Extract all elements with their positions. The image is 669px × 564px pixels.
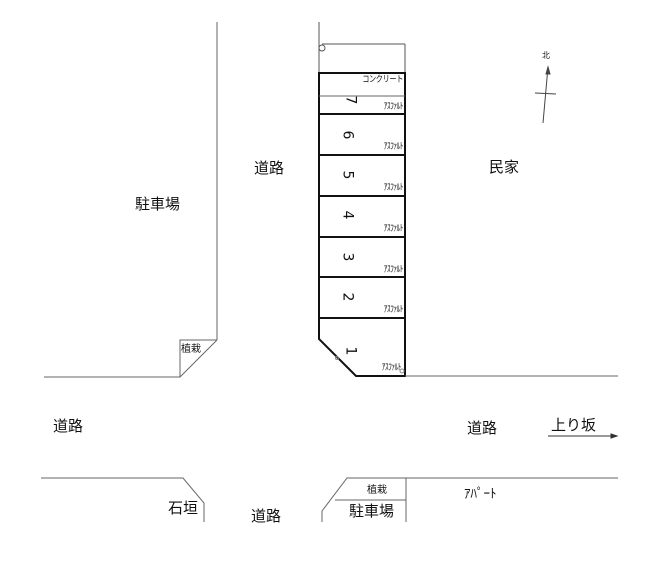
left-parking-boundary (44, 22, 218, 378)
uphill-arrow (548, 433, 619, 439)
space-number: 7 (342, 95, 359, 105)
bottom-road-edges (41, 477, 618, 522)
space-number: 2 (339, 292, 356, 302)
space-surface: ｱｽﾌｧﾙﾄ (383, 224, 404, 234)
north-compass-icon (534, 65, 557, 124)
space-surface: ｱｽﾌｧﾙﾄ (383, 142, 404, 152)
left-road-label: 道路 (53, 417, 84, 435)
stone-wall-label: 石垣 (168, 499, 199, 517)
right-road-label: 道路 (467, 419, 498, 437)
space-number: 6 (339, 130, 356, 140)
planting-bottom-label: 植栽 (367, 485, 387, 496)
space-surface: ｱｽﾌｧﾙﾄ (383, 183, 404, 193)
north-label: 北 (542, 51, 550, 60)
bottom-parking-label: 駐車場 (349, 502, 395, 520)
space-number: 4 (339, 210, 356, 220)
center-road-label: 道路 (254, 159, 285, 177)
left-parking-label: 駐車場 (135, 195, 181, 213)
concrete-surface-label: コンクリート (362, 75, 403, 85)
space-number: 5 (339, 170, 356, 180)
apartment-label: ｱﾊﾟｰﾄ (464, 487, 497, 502)
space-surface: ｱｽﾌｧﾙﾄ (381, 363, 402, 373)
space-number: 1 (342, 346, 359, 356)
lot-outer-boundary (318, 22, 406, 73)
planting-left-label: 植栽 (181, 344, 201, 355)
marker-dot (399, 368, 405, 374)
space-surface: ｱｽﾌｧﾙﾄ (383, 265, 404, 275)
uphill-label: 上り坂 (551, 416, 597, 434)
space-surface: ｱｽﾌｧﾙﾄ (383, 305, 404, 315)
space-number: 3 (339, 252, 356, 262)
parking-lot-outline (318, 72, 406, 377)
space-surface: ｱｽﾌｧﾙﾄ (383, 102, 404, 112)
marker-dot (335, 356, 339, 360)
bottom-road-label: 道路 (251, 507, 282, 525)
house-label: 民家 (489, 158, 520, 176)
